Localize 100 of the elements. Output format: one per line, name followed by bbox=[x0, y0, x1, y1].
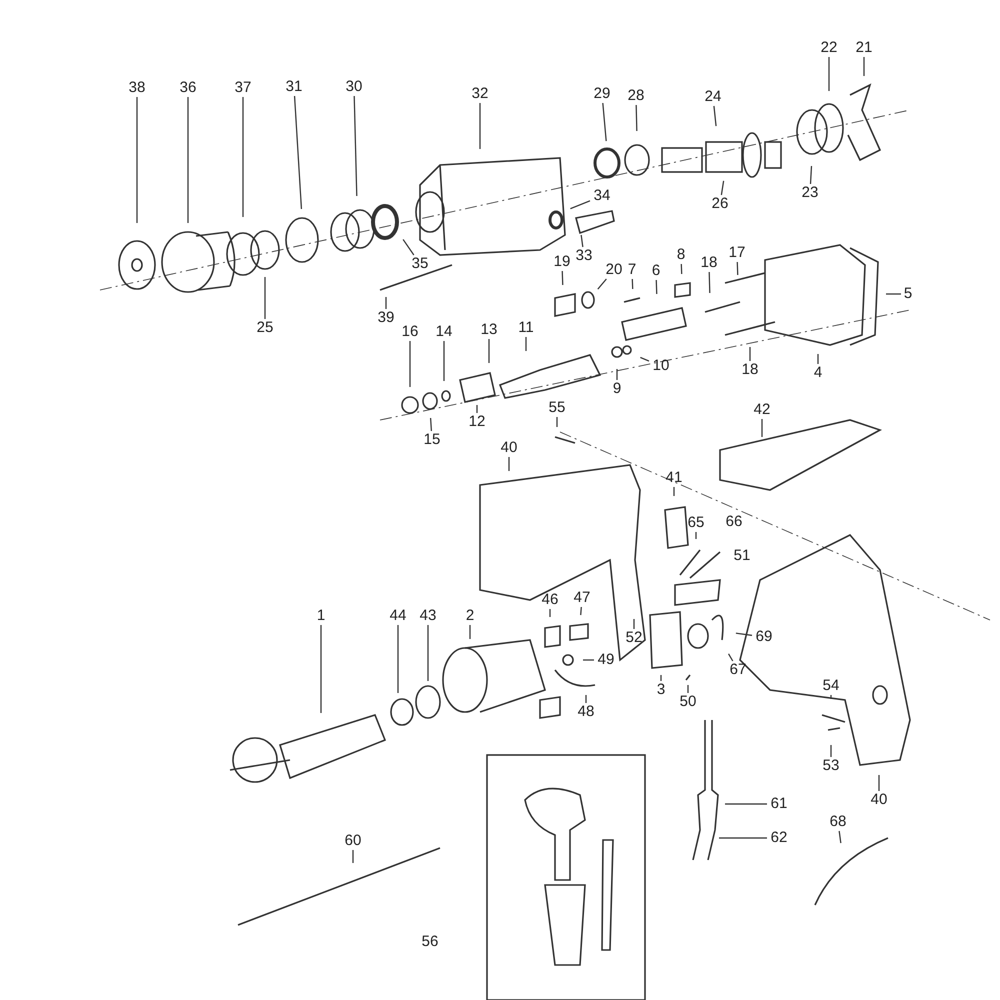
callout-number: 13 bbox=[477, 321, 501, 339]
leader-line bbox=[242, 97, 244, 217]
leader-line bbox=[320, 625, 322, 713]
callout-number: 23 bbox=[798, 184, 822, 202]
callout-number: 69 bbox=[752, 628, 776, 646]
leader-line bbox=[749, 347, 751, 361]
leader-line bbox=[708, 272, 710, 294]
callout-number: 49 bbox=[594, 651, 618, 669]
callout-number: 10 bbox=[649, 357, 673, 375]
callout-number: 54 bbox=[819, 677, 843, 695]
callout-number: 56 bbox=[420, 933, 440, 951]
leader-line bbox=[720, 180, 724, 196]
callout-number: 52 bbox=[622, 629, 646, 647]
leader-line bbox=[385, 297, 387, 309]
leader-line bbox=[294, 96, 302, 210]
callout-number: 15 bbox=[420, 431, 444, 449]
callout-number: 55 bbox=[545, 399, 569, 417]
callout-number: 39 bbox=[374, 309, 398, 327]
leader-line bbox=[719, 837, 767, 839]
callout-number: 40 bbox=[867, 791, 891, 809]
leader-line bbox=[488, 339, 490, 363]
callout-number: 4 bbox=[811, 364, 825, 382]
callout-number: 16 bbox=[398, 323, 422, 341]
callout-number: 11 bbox=[514, 319, 538, 337]
leader-line bbox=[409, 341, 411, 387]
leader-line bbox=[640, 356, 650, 362]
leader-line bbox=[687, 685, 689, 693]
leader-line bbox=[660, 675, 662, 681]
callout-number: 17 bbox=[725, 244, 749, 262]
callout-number: 37 bbox=[231, 79, 255, 97]
callout-number: 53 bbox=[819, 757, 843, 775]
callout-number: 1 bbox=[314, 607, 328, 625]
callout-number: 33 bbox=[572, 247, 596, 265]
leader-line bbox=[713, 106, 717, 126]
leader-line bbox=[633, 619, 635, 629]
callout-number: 30 bbox=[342, 78, 366, 96]
leader-line bbox=[725, 803, 767, 805]
leader-line bbox=[402, 239, 414, 256]
callout-number: 20 bbox=[602, 261, 626, 279]
leader-line bbox=[427, 625, 429, 681]
callout-number: 48 bbox=[574, 703, 598, 721]
leader-line bbox=[728, 653, 734, 662]
leader-line bbox=[264, 277, 266, 319]
callout-number: 65 bbox=[684, 514, 708, 532]
leader-line bbox=[397, 625, 399, 693]
callout-number: 34 bbox=[590, 187, 614, 205]
leader-line bbox=[476, 405, 478, 413]
leader-line bbox=[562, 270, 564, 286]
leader-line bbox=[352, 850, 354, 863]
callout-number: 31 bbox=[282, 78, 306, 96]
leader-line bbox=[556, 417, 558, 427]
callout-number: 40 bbox=[497, 439, 521, 457]
callout-number: 24 bbox=[701, 88, 725, 106]
callout-number: 5 bbox=[901, 285, 915, 303]
callout-number: 46 bbox=[538, 591, 562, 609]
callout-number: 41 bbox=[662, 469, 686, 487]
callout-number: 60 bbox=[341, 832, 365, 850]
leader-line bbox=[187, 97, 189, 223]
leader-line bbox=[443, 341, 445, 381]
callout-number: 7 bbox=[625, 261, 639, 279]
leader-line bbox=[830, 695, 832, 699]
callout-number: 21 bbox=[852, 39, 876, 57]
leader-line bbox=[673, 487, 675, 496]
callout-number: 38 bbox=[125, 79, 149, 97]
callout-number: 6 bbox=[649, 262, 663, 280]
leader-line bbox=[886, 293, 901, 295]
callout-number: 66 bbox=[724, 513, 744, 531]
callout-number: 2 bbox=[463, 607, 477, 625]
callout-number: 25 bbox=[253, 319, 277, 337]
leader-line bbox=[580, 234, 584, 248]
leader-line bbox=[636, 104, 638, 132]
callout-number: 35 bbox=[408, 255, 432, 273]
callout-number: 51 bbox=[732, 547, 752, 565]
callout-number: 47 bbox=[570, 589, 594, 607]
leader-line bbox=[656, 280, 658, 294]
leader-line bbox=[508, 457, 510, 471]
leader-line bbox=[680, 264, 682, 274]
callout-number: 32 bbox=[468, 85, 492, 103]
callout-number: 61 bbox=[767, 795, 791, 813]
callout-number: 12 bbox=[465, 413, 489, 431]
leader-line bbox=[736, 262, 738, 276]
callout-number: 14 bbox=[432, 323, 456, 341]
callout-number: 8 bbox=[674, 246, 688, 264]
leader-line bbox=[828, 57, 830, 91]
leader-line bbox=[570, 200, 590, 210]
callout-number: 18 bbox=[738, 361, 762, 379]
leader-line bbox=[736, 632, 752, 636]
callout-number: 29 bbox=[590, 85, 614, 103]
leader-line bbox=[863, 57, 865, 76]
callout-number: 19 bbox=[550, 253, 574, 271]
leader-line bbox=[830, 745, 832, 757]
leader-line bbox=[616, 369, 618, 380]
leader-line bbox=[430, 418, 432, 432]
callout-number: 43 bbox=[416, 607, 440, 625]
callout-number: 44 bbox=[386, 607, 410, 625]
leader-line bbox=[479, 103, 481, 149]
callout-number: 3 bbox=[654, 681, 668, 699]
callout-number: 18 bbox=[697, 254, 721, 272]
leader-line bbox=[810, 166, 812, 184]
callout-number: 36 bbox=[176, 79, 200, 97]
